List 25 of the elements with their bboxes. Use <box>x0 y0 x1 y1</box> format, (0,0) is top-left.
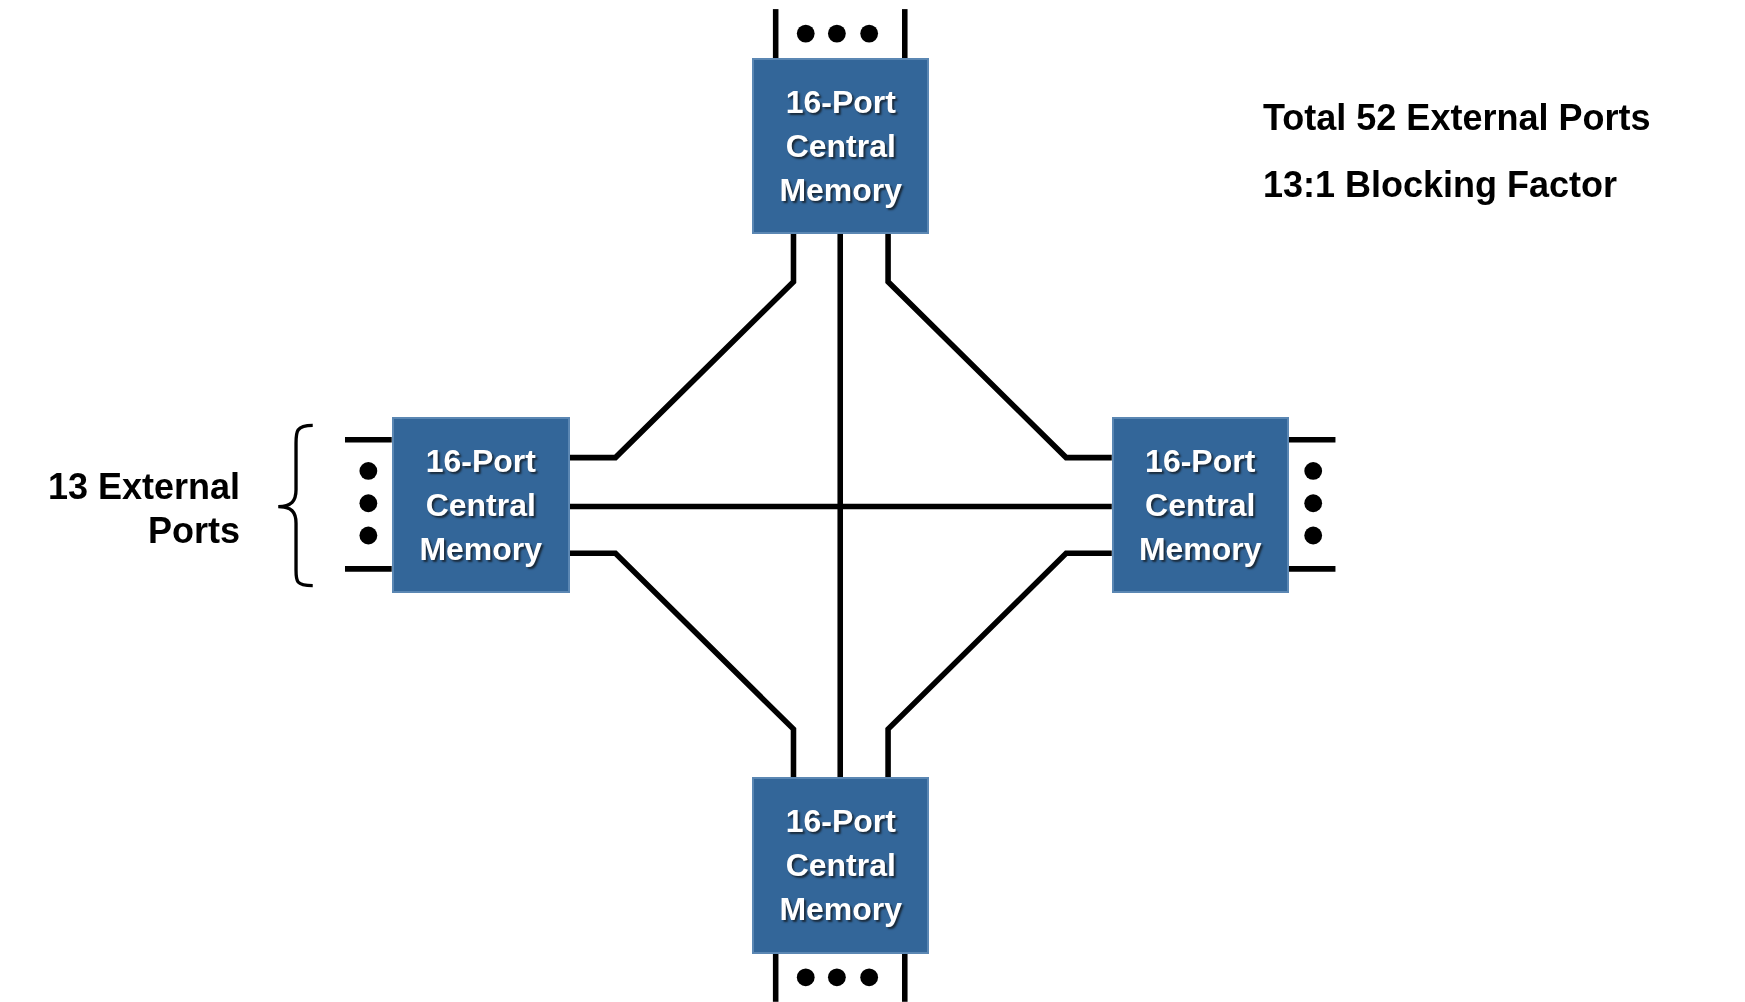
note-text: Total 52 External Ports <box>1263 96 1651 140</box>
connector-line <box>569 233 797 461</box>
port-line <box>772 953 779 1002</box>
box-label: 16-Port Central Memory <box>418 442 544 570</box>
connector-line <box>837 233 843 777</box>
memory-box <box>752 776 930 954</box>
memory-box <box>752 57 930 234</box>
port-line <box>345 437 392 443</box>
note-text: 13 External Ports <box>46 465 240 553</box>
port-line <box>902 953 908 1002</box>
port-line <box>345 566 392 572</box>
port-line <box>902 9 908 59</box>
box-label: 16-Port Central Memory <box>778 82 904 210</box>
note-text: 13:1 Blocking Factor <box>1263 163 1618 207</box>
port-line <box>1288 566 1336 572</box>
port-line <box>772 9 779 59</box>
connector-line <box>569 503 1112 510</box>
box-label: 16-Port Central Memory <box>778 802 904 930</box>
memory-box <box>391 417 570 594</box>
port-line <box>1288 437 1336 443</box>
connector-line <box>885 550 1112 777</box>
connector-line <box>885 233 1112 461</box>
connector-line <box>569 550 797 777</box>
box-label: 16-Port Central Memory <box>1137 442 1263 570</box>
memory-box <box>1111 417 1289 594</box>
